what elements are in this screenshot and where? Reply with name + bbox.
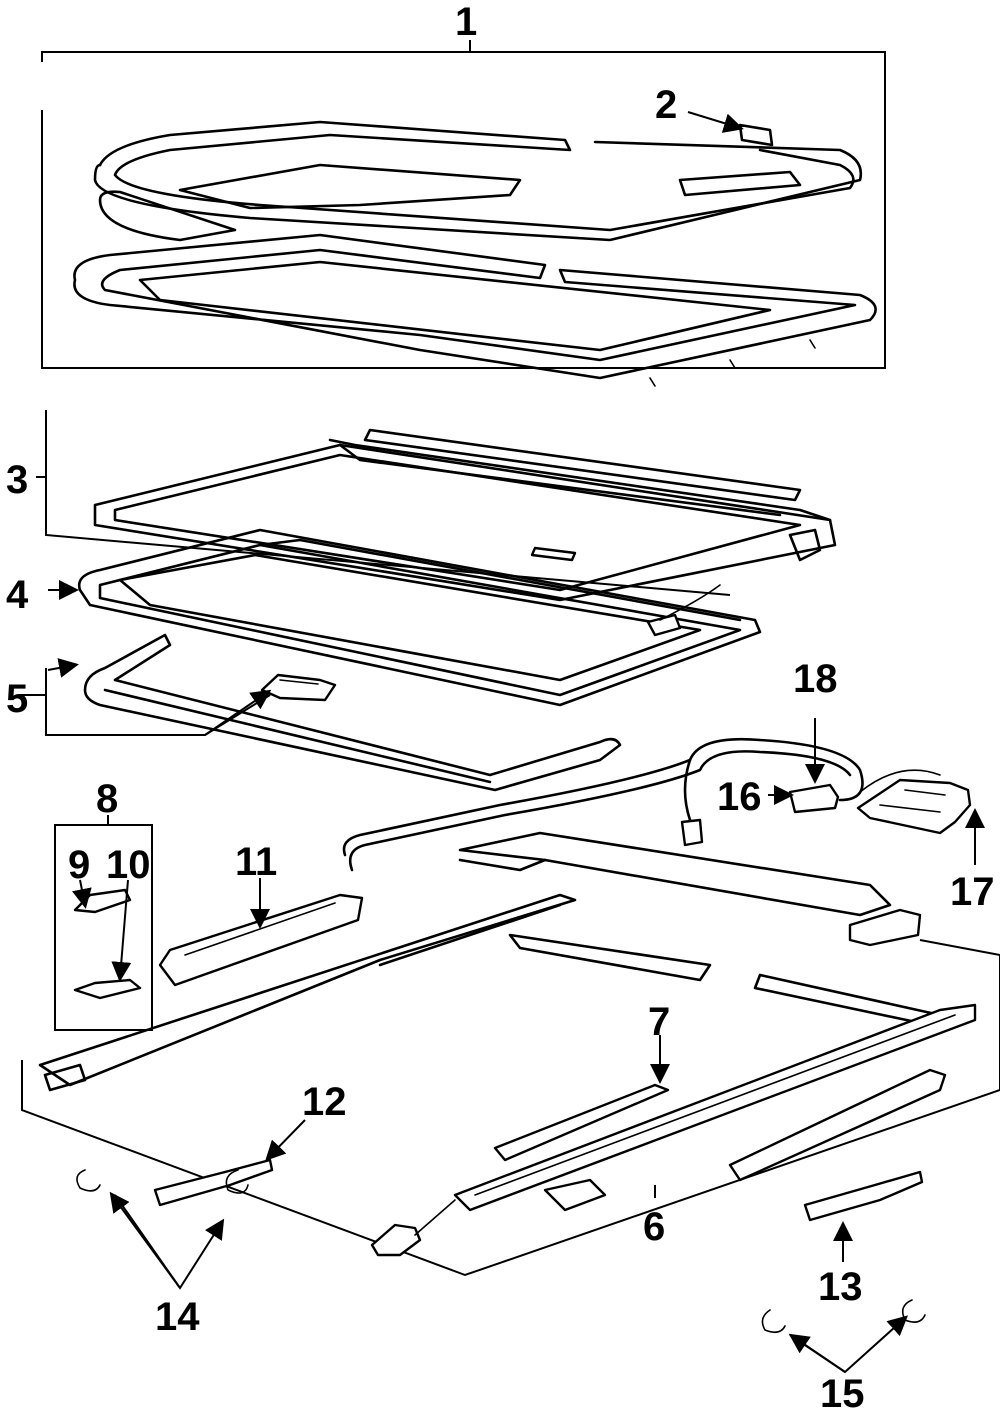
callout-10: 10 [106, 843, 151, 887]
callout-3: 3 [6, 458, 28, 502]
callout-18: 18 [793, 657, 838, 701]
sunroof-frame [38, 893, 577, 1087]
sunshade-assembly [77, 528, 762, 707]
glass-panel [93, 443, 837, 602]
front-drain-guide [153, 1158, 274, 1207]
seal-kit-group [41, 40, 886, 387]
deflector-bracket [45, 668, 271, 736]
rail-cover [493, 1083, 670, 1162]
callout-4: 4 [6, 573, 29, 617]
callout-9: 9 [68, 843, 90, 887]
frame-bracket [21, 939, 1000, 1277]
callout-2: 2 [655, 83, 677, 127]
drive-cable-assembly [342, 737, 972, 872]
left-rear-clip [761, 1309, 786, 1334]
guide-bracket [73, 978, 142, 1000]
deflector-group [45, 633, 622, 792]
bracket-kit-box [54, 824, 153, 1031]
sunshade-frame [77, 528, 762, 707]
seal-kit-bracket [41, 51, 886, 369]
callout-12: 12 [302, 1080, 347, 1124]
callout-13: 13 [818, 1265, 863, 1309]
cable-guide [158, 893, 364, 987]
upper-seal [98, 120, 855, 232]
callout-11: 11 [235, 840, 277, 884]
leader-lines [20, 111, 985, 1374]
drive-motor-relay [788, 783, 840, 814]
left-front-clip [76, 1169, 101, 1192]
callout-5: 5 [6, 677, 28, 721]
callout-14: 14 [155, 1295, 200, 1339]
bracket-kit-group [54, 815, 153, 1031]
right-rear-clip [901, 1299, 926, 1323]
deflector-clip [260, 673, 337, 702]
glass-panel-group [45, 410, 837, 602]
callout-8: 8 [96, 777, 118, 821]
callout-16: 16 [717, 775, 762, 819]
frame-assembly [21, 831, 1000, 1277]
center-clip [543, 1178, 607, 1212]
cable-end-fitting [370, 1223, 422, 1257]
callout-6: 6 [643, 1205, 665, 1249]
callout-numbers: 1 2 3 4 5 6 7 8 9 10 11 12 13 14 15 16 1… [6, 0, 995, 1416]
callout-17: 17 [950, 870, 995, 914]
callout-1: 1 [455, 0, 477, 44]
right-front-clip [225, 1169, 249, 1194]
lower-right-guide [728, 1068, 947, 1182]
lower-seal [73, 233, 877, 380]
wind-deflector [83, 633, 622, 792]
drive-cable [342, 737, 864, 857]
rear-drain-guide [803, 1170, 924, 1222]
callout-7: 7 [648, 1000, 670, 1044]
drive-motor [856, 778, 972, 835]
callout-15: 15 [820, 1372, 865, 1416]
